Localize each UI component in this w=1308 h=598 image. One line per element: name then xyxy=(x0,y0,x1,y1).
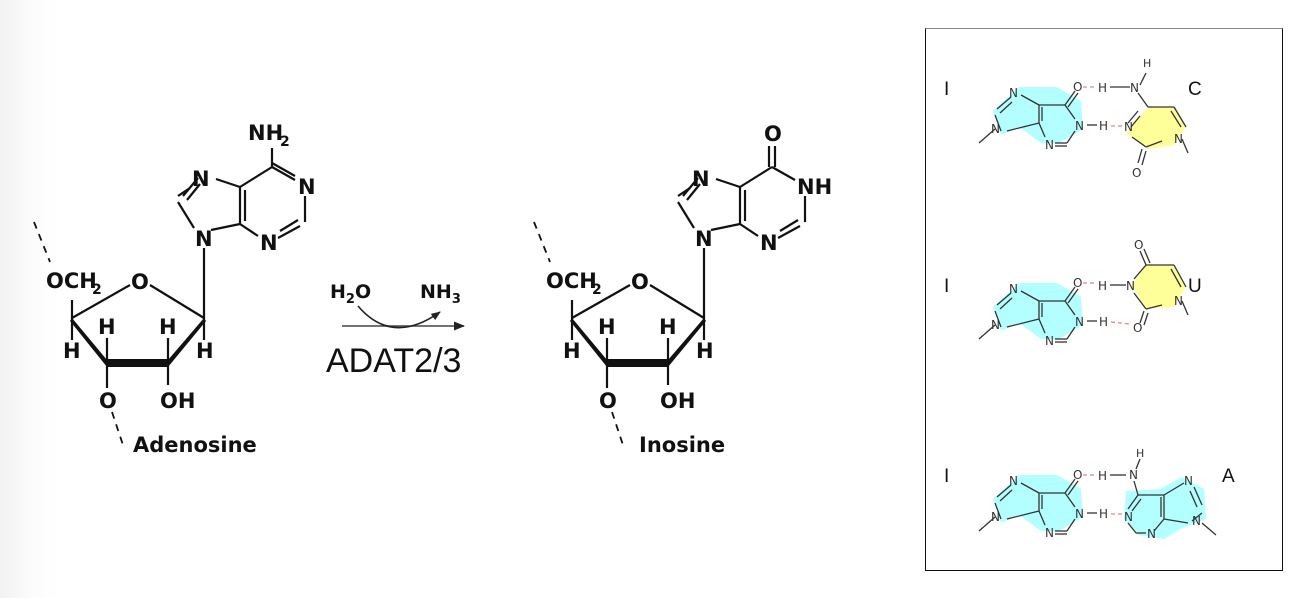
svg-text:N: N xyxy=(1126,279,1135,293)
svg-text:OH: OH xyxy=(660,389,695,413)
svg-text:H: H xyxy=(563,339,581,363)
svg-text:N: N xyxy=(192,167,210,191)
svg-text:OCH: OCH xyxy=(546,269,597,293)
svg-text:H: H xyxy=(1098,81,1107,95)
adenosine-label: Adenosine xyxy=(133,433,257,457)
svg-text:N: N xyxy=(1124,510,1133,524)
h2o-label: H2O xyxy=(330,281,371,307)
wobble-pairing-panel: N N N N O H I xyxy=(925,28,1283,571)
svg-text:N: N xyxy=(1184,474,1193,488)
svg-text:N: N xyxy=(1192,514,1201,528)
svg-text:H: H xyxy=(1136,447,1144,460)
reaction-arrow: H2O NH3 xyxy=(330,281,466,331)
svg-text:H: H xyxy=(598,315,616,339)
svg-text:O: O xyxy=(1132,166,1141,180)
pair-i-u: I O H N N O xyxy=(944,238,1202,349)
svg-text:H: H xyxy=(696,339,714,363)
svg-text:O: O xyxy=(1133,321,1142,335)
svg-text:O: O xyxy=(631,270,649,294)
svg-text:2: 2 xyxy=(280,134,290,150)
svg-text:O: O xyxy=(764,122,782,146)
svg-text:OCH: OCH xyxy=(46,269,97,293)
svg-text:N: N xyxy=(692,167,710,191)
nh3-label: NH3 xyxy=(420,281,461,307)
svg-text:H: H xyxy=(159,315,177,339)
svg-text:H: H xyxy=(1098,279,1107,293)
svg-text:O: O xyxy=(131,270,149,294)
svg-text:N: N xyxy=(260,231,278,255)
pair-left-label: I xyxy=(944,79,949,100)
svg-text:N: N xyxy=(1130,81,1139,95)
svg-text:2: 2 xyxy=(592,282,602,298)
svg-text:N: N xyxy=(760,231,778,255)
svg-text:N: N xyxy=(1124,120,1133,134)
inosine-structure xyxy=(533,146,807,449)
svg-text:N: N xyxy=(1174,294,1183,308)
inosine-label: Inosine xyxy=(639,433,725,457)
svg-text:N: N xyxy=(695,227,713,251)
svg-text:NH: NH xyxy=(248,121,283,145)
svg-text:H: H xyxy=(1143,57,1151,70)
svg-text:H: H xyxy=(98,315,116,339)
pair-right-label: A xyxy=(1222,466,1235,487)
svg-text:2: 2 xyxy=(92,282,102,298)
pair-right-label: U xyxy=(1188,276,1202,297)
adenosine-structure xyxy=(33,148,307,449)
svg-text:O: O xyxy=(599,389,617,413)
pair-i-a: I xyxy=(944,447,1235,541)
svg-text:H: H xyxy=(63,339,81,363)
svg-text:N: N xyxy=(1174,132,1183,146)
enzyme-label: ADAT2/3 xyxy=(326,342,461,380)
pair-i-c: I N H H N xyxy=(944,57,1202,180)
svg-text:H: H xyxy=(659,315,677,339)
svg-text:N: N xyxy=(298,175,316,199)
svg-text:NH: NH xyxy=(797,175,832,199)
pair-left-label: I xyxy=(944,276,949,297)
svg-text:N: N xyxy=(1129,468,1138,482)
svg-text:O: O xyxy=(99,389,117,413)
svg-text:O: O xyxy=(1134,238,1143,252)
svg-text:N: N xyxy=(1147,527,1156,541)
svg-text:H: H xyxy=(196,339,214,363)
svg-text:N: N xyxy=(195,227,213,251)
pair-right-label: C xyxy=(1188,79,1202,100)
pair-left-label: I xyxy=(944,466,949,487)
svg-text:H: H xyxy=(1098,469,1107,483)
svg-text:OH: OH xyxy=(160,389,195,413)
